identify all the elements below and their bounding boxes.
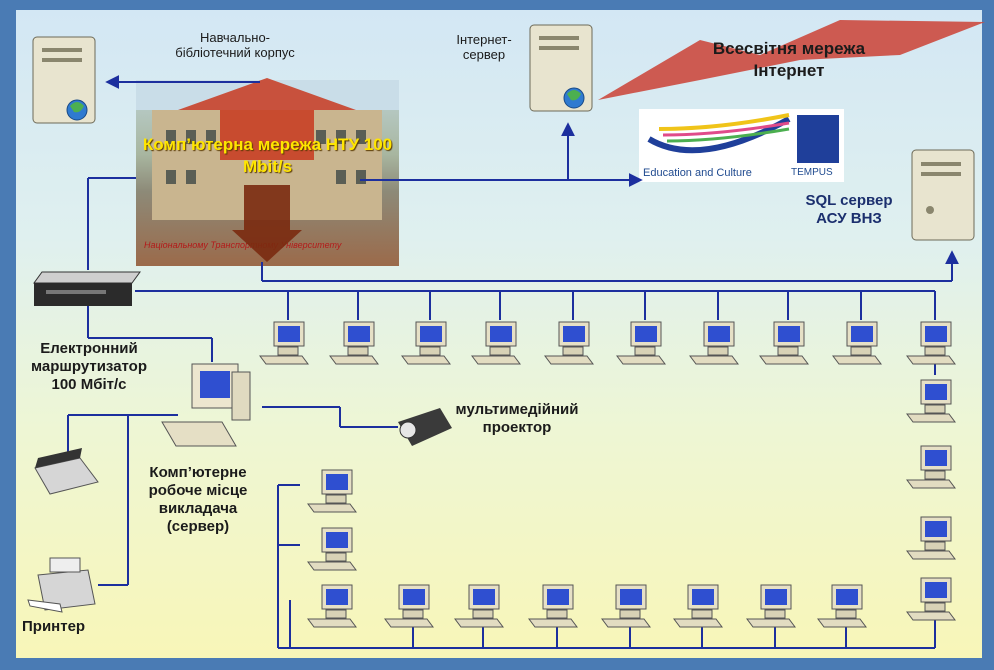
workstation-icon [329, 321, 379, 365]
workstation-icon [906, 577, 956, 621]
workstation-icon [832, 321, 882, 365]
workstation-icon [471, 321, 521, 365]
sql-server-icon [911, 149, 975, 241]
workstation-icon [906, 516, 956, 560]
printer-icon [27, 557, 96, 613]
workstation-icon [906, 321, 956, 365]
internet-server-icon [529, 24, 593, 112]
workstation-icon [307, 469, 357, 513]
teacher-workstation-label: Комп’ютерне робоче місце викладача (серв… [148, 464, 248, 535]
workstation-icon [906, 379, 956, 423]
library-server-icon [32, 36, 96, 124]
router-icon [33, 271, 141, 306]
workstation-icon [454, 584, 504, 628]
workstation-icon [528, 584, 578, 628]
sql-server-label: SQL сервер АСУ ВНЗ [805, 192, 893, 227]
world-network-label: Всесвітня мережа Інтернет [712, 39, 866, 80]
workstation-icon [673, 584, 723, 628]
workstation-icon [759, 321, 809, 365]
up-arrow [178, 78, 356, 160]
router-label: Електронний маршрутизатор 100 Мбіт/с [30, 340, 148, 393]
workstation-icon [384, 584, 434, 628]
workstation-group [259, 321, 956, 628]
network-title: Комп’ютерна мережа НТУ 100 Mbit/s [142, 135, 393, 176]
workstation-icon [906, 445, 956, 489]
projector-icon [398, 408, 452, 446]
education-culture-text: Education and Culture [643, 167, 752, 179]
internet-cloud-shape [598, 20, 985, 100]
workstation-icon [601, 584, 651, 628]
projector-label: мультимедійний проектор [455, 401, 579, 436]
down-arrow [232, 185, 302, 262]
library-building-label: Навчально- бібліотечний корпус [175, 30, 295, 60]
scanner-icon [34, 448, 99, 495]
teacher-workstation-icon [161, 363, 251, 447]
workstation-icon [259, 321, 309, 365]
workstation-icon [616, 321, 666, 365]
workstation-icon [307, 584, 357, 628]
workstation-icon [746, 584, 796, 628]
internet-server-label: Інтернет- сервер [456, 32, 512, 62]
workstation-icon [401, 321, 451, 365]
connection-lines [67, 75, 959, 649]
tempus-text: TEMPUS [791, 167, 833, 178]
education-culture-logo: Education and Culture TEMPUS [639, 109, 844, 182]
workstation-icon [689, 321, 739, 365]
workstation-icon [817, 584, 867, 628]
printer-label: Принтер [22, 618, 86, 635]
workstation-icon [544, 321, 594, 365]
workstation-icon [307, 527, 357, 571]
